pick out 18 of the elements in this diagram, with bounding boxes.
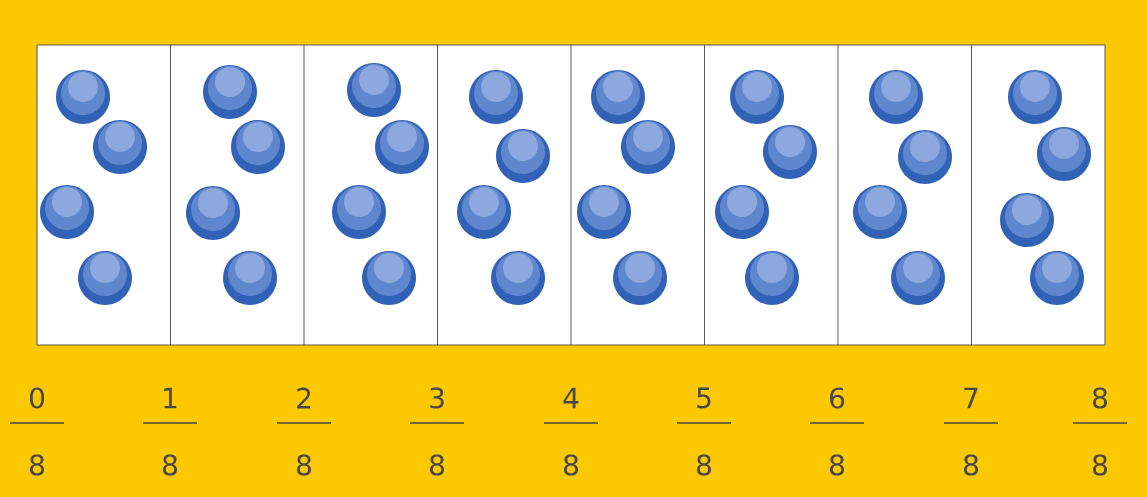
fraction-digit: 8 xyxy=(564,454,578,476)
fraction-digit: 8 xyxy=(430,454,444,476)
fraction-digit: 8 xyxy=(697,454,711,476)
fraction-digit: 2 xyxy=(297,387,311,409)
fraction-digit: 8 xyxy=(30,454,44,476)
fraction-digit: 3 xyxy=(430,387,444,409)
fraction-digit: 5 xyxy=(697,387,711,409)
fraction-digit: 8 xyxy=(964,454,978,476)
fraction-digit: 8 xyxy=(297,454,311,476)
fraction-digit: 6 xyxy=(830,387,845,409)
fraction-digit: 8 xyxy=(1093,454,1107,476)
fraction-digit: 1 xyxy=(164,387,177,409)
fraction-digit: 8 xyxy=(830,454,844,476)
fraction-digit: 8 xyxy=(1093,387,1107,409)
fraction-digit: 4 xyxy=(563,387,579,409)
fraction-digit: 8 xyxy=(163,454,177,476)
fraction-digit: 7 xyxy=(964,387,978,409)
fraction-digit: 0 xyxy=(29,387,45,409)
